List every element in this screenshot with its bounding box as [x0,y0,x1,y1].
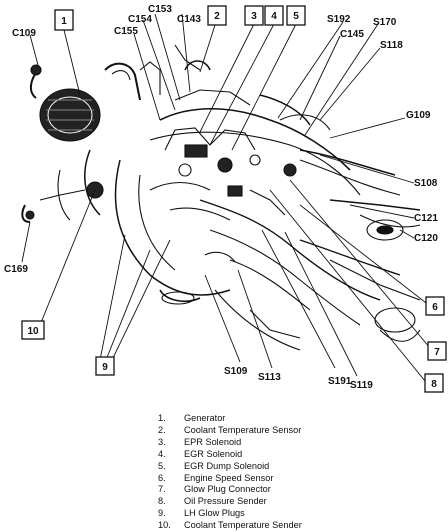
label-c153: C153 [148,4,172,15]
label-s191: S191 [328,376,352,387]
callout-box-6: 6 [425,296,445,316]
svg-text:8: 8 [431,379,437,390]
engine-illustration [21,44,421,351]
svg-text:7: 7 [434,347,440,358]
legend-item: 7.Glow Plug Connector [158,484,271,495]
label-c120: C120 [414,233,438,244]
label-c154: C154 [128,14,152,25]
legend-item: 4.EGR Solenoid [158,448,243,459]
label-c155: C155 [114,26,138,37]
connector-labels: C109 C154 C153 C143 C155 S192 S170 C145 … [4,4,438,391]
svg-text:5: 5 [293,11,299,22]
label-c169: C169 [4,264,28,275]
callout-box-2: 2 [207,5,227,26]
label-s170: S170 [373,17,397,28]
callout-box-3: 3 [244,5,264,26]
label-g109: G109 [406,110,431,121]
label-c145: C145 [340,29,364,40]
label-c121: C121 [414,213,438,224]
label-c143: C143 [177,14,201,25]
svg-text:4: 4 [271,11,277,22]
callout-box-10: 10 [21,320,45,340]
callout-box-7: 7 [427,341,447,361]
callout-box-5: 5 [286,5,306,26]
label-s108: S108 [414,178,438,189]
callout-box-8: 8 [424,373,444,393]
legend-item: 8.Oil Pressure Sender [158,496,267,507]
component-legend: 1.Generator 2.Coolant Temperature Sensor… [158,413,418,532]
legend-item: 5.EGR Dump Solenoid [158,460,270,471]
label-s192: S192 [327,14,351,25]
generator-drawing [30,64,101,142]
engine-wiring-diagram: 1 2 3 4 5 6 7 8 9 10 C109 C154 C153 C14 [4,4,447,393]
svg-text:1: 1 [61,16,67,27]
label-c109: C109 [12,28,36,39]
label-s119: S119 [350,380,373,391]
svg-text:10: 10 [27,326,39,337]
legend-item: 1.Generator [158,413,226,423]
label-s109: S109 [224,366,248,377]
callout-box-9: 9 [95,356,115,376]
callout-box-4: 4 [264,5,284,26]
callout-box-1: 1 [54,9,74,31]
svg-text:2: 2 [214,11,220,22]
label-s113: S113 [258,372,281,383]
svg-text:3: 3 [251,11,257,22]
legend-item: 2.Coolant Temperature Sensor [158,424,302,435]
legend-item: 6.Engine Speed Sensor [158,472,274,483]
svg-text:9: 9 [102,362,108,373]
svg-text:6: 6 [432,302,438,313]
legend-item: 9.LH Glow Plugs [158,508,245,519]
legend-item: 10.Coolant Temperature Sender [158,520,302,531]
label-s118: S118 [380,40,403,51]
legend-item: 3.EPR Solenoid [158,436,242,447]
leader-lines [21,13,431,382]
